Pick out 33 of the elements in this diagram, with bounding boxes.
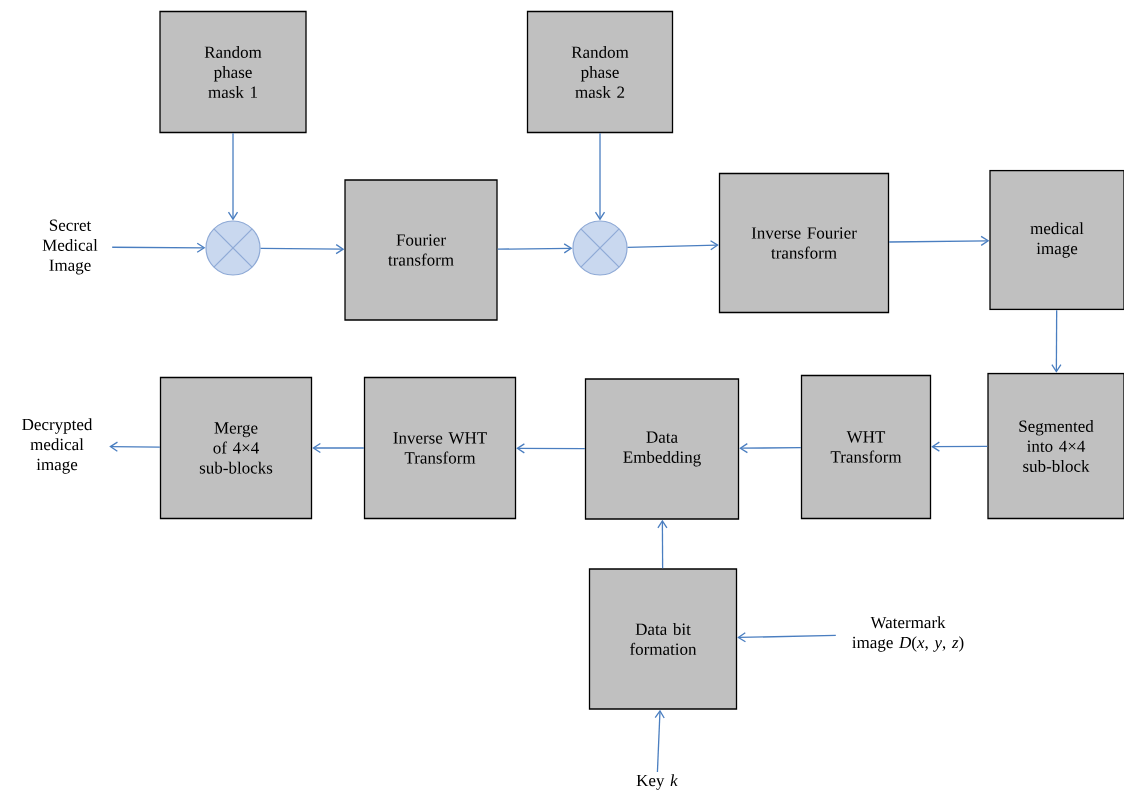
process-box: Data Embedding [584, 378, 740, 520]
arrow [312, 442, 365, 454]
text-label: Watermark image D(x, y, z) [852, 616, 964, 652]
process-box: WHT Transform [800, 374, 932, 520]
text-label: Decrypted medical image [22, 418, 93, 474]
arrow [931, 441, 988, 452]
process-box: Segmented into 4×4 sub-block [987, 372, 1124, 520]
arrow [654, 709, 665, 773]
arrow [516, 443, 586, 454]
process-box: Data bit formation [588, 568, 738, 710]
text-label: Key k [636, 774, 678, 790]
arrow [259, 243, 345, 255]
multiplier-symbol [572, 220, 628, 276]
process-box: Inverse WHT Transform [363, 376, 517, 520]
arrow [497, 243, 573, 254]
process-box: medical image [989, 169, 1124, 311]
process-box: Merge of 4×4 sub-blocks [159, 376, 313, 520]
process-box: Inverse Fourier transform [718, 172, 890, 314]
process-box: Fourier transform [344, 179, 498, 321]
arrow [657, 519, 668, 569]
arrow [626, 240, 719, 251]
arrow [737, 632, 837, 643]
process-box: Random phase mask 2 [526, 10, 674, 134]
arrow [111, 242, 206, 253]
arrow [888, 235, 990, 247]
arrow [1051, 309, 1062, 373]
multiplier-symbol [205, 220, 261, 276]
arrow [109, 441, 161, 452]
process-box: Random phase mask 1 [159, 10, 307, 134]
text-label: Secret Medical Image [42, 219, 98, 275]
arrow [739, 443, 802, 454]
arrow [227, 132, 239, 221]
arrow [594, 132, 606, 221]
